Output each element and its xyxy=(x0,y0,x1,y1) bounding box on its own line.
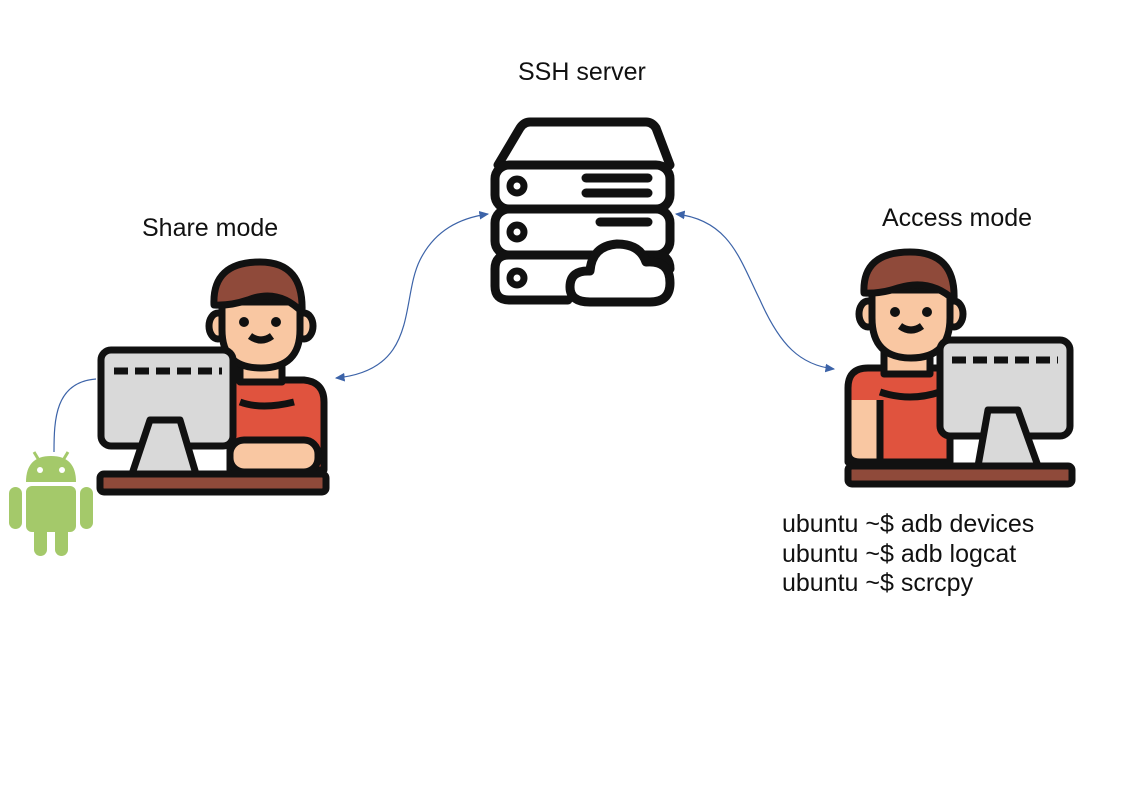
connector-android-to-computer xyxy=(53,378,97,453)
command-line: ubuntu ~$ adb devices xyxy=(782,510,1035,538)
share-user-icon xyxy=(96,258,330,496)
command-list: ubuntu ~$ adb devices ubuntu ~$ adb logc… xyxy=(782,510,1034,599)
access-user-icon xyxy=(844,248,1076,488)
connector-share-to-server xyxy=(334,210,490,382)
connector-server-to-access xyxy=(674,210,836,373)
access-mode-label: Access mode xyxy=(882,204,1033,232)
server-cloud-icon xyxy=(490,117,675,307)
command-line: ubuntu ~$ scrcpy xyxy=(782,569,974,597)
share-mode-label: Share mode xyxy=(142,214,279,242)
ssh-server-label: SSH server xyxy=(518,58,646,86)
command-line: ubuntu ~$ adb logcat xyxy=(782,539,1017,568)
android-robot-icon xyxy=(9,451,93,556)
